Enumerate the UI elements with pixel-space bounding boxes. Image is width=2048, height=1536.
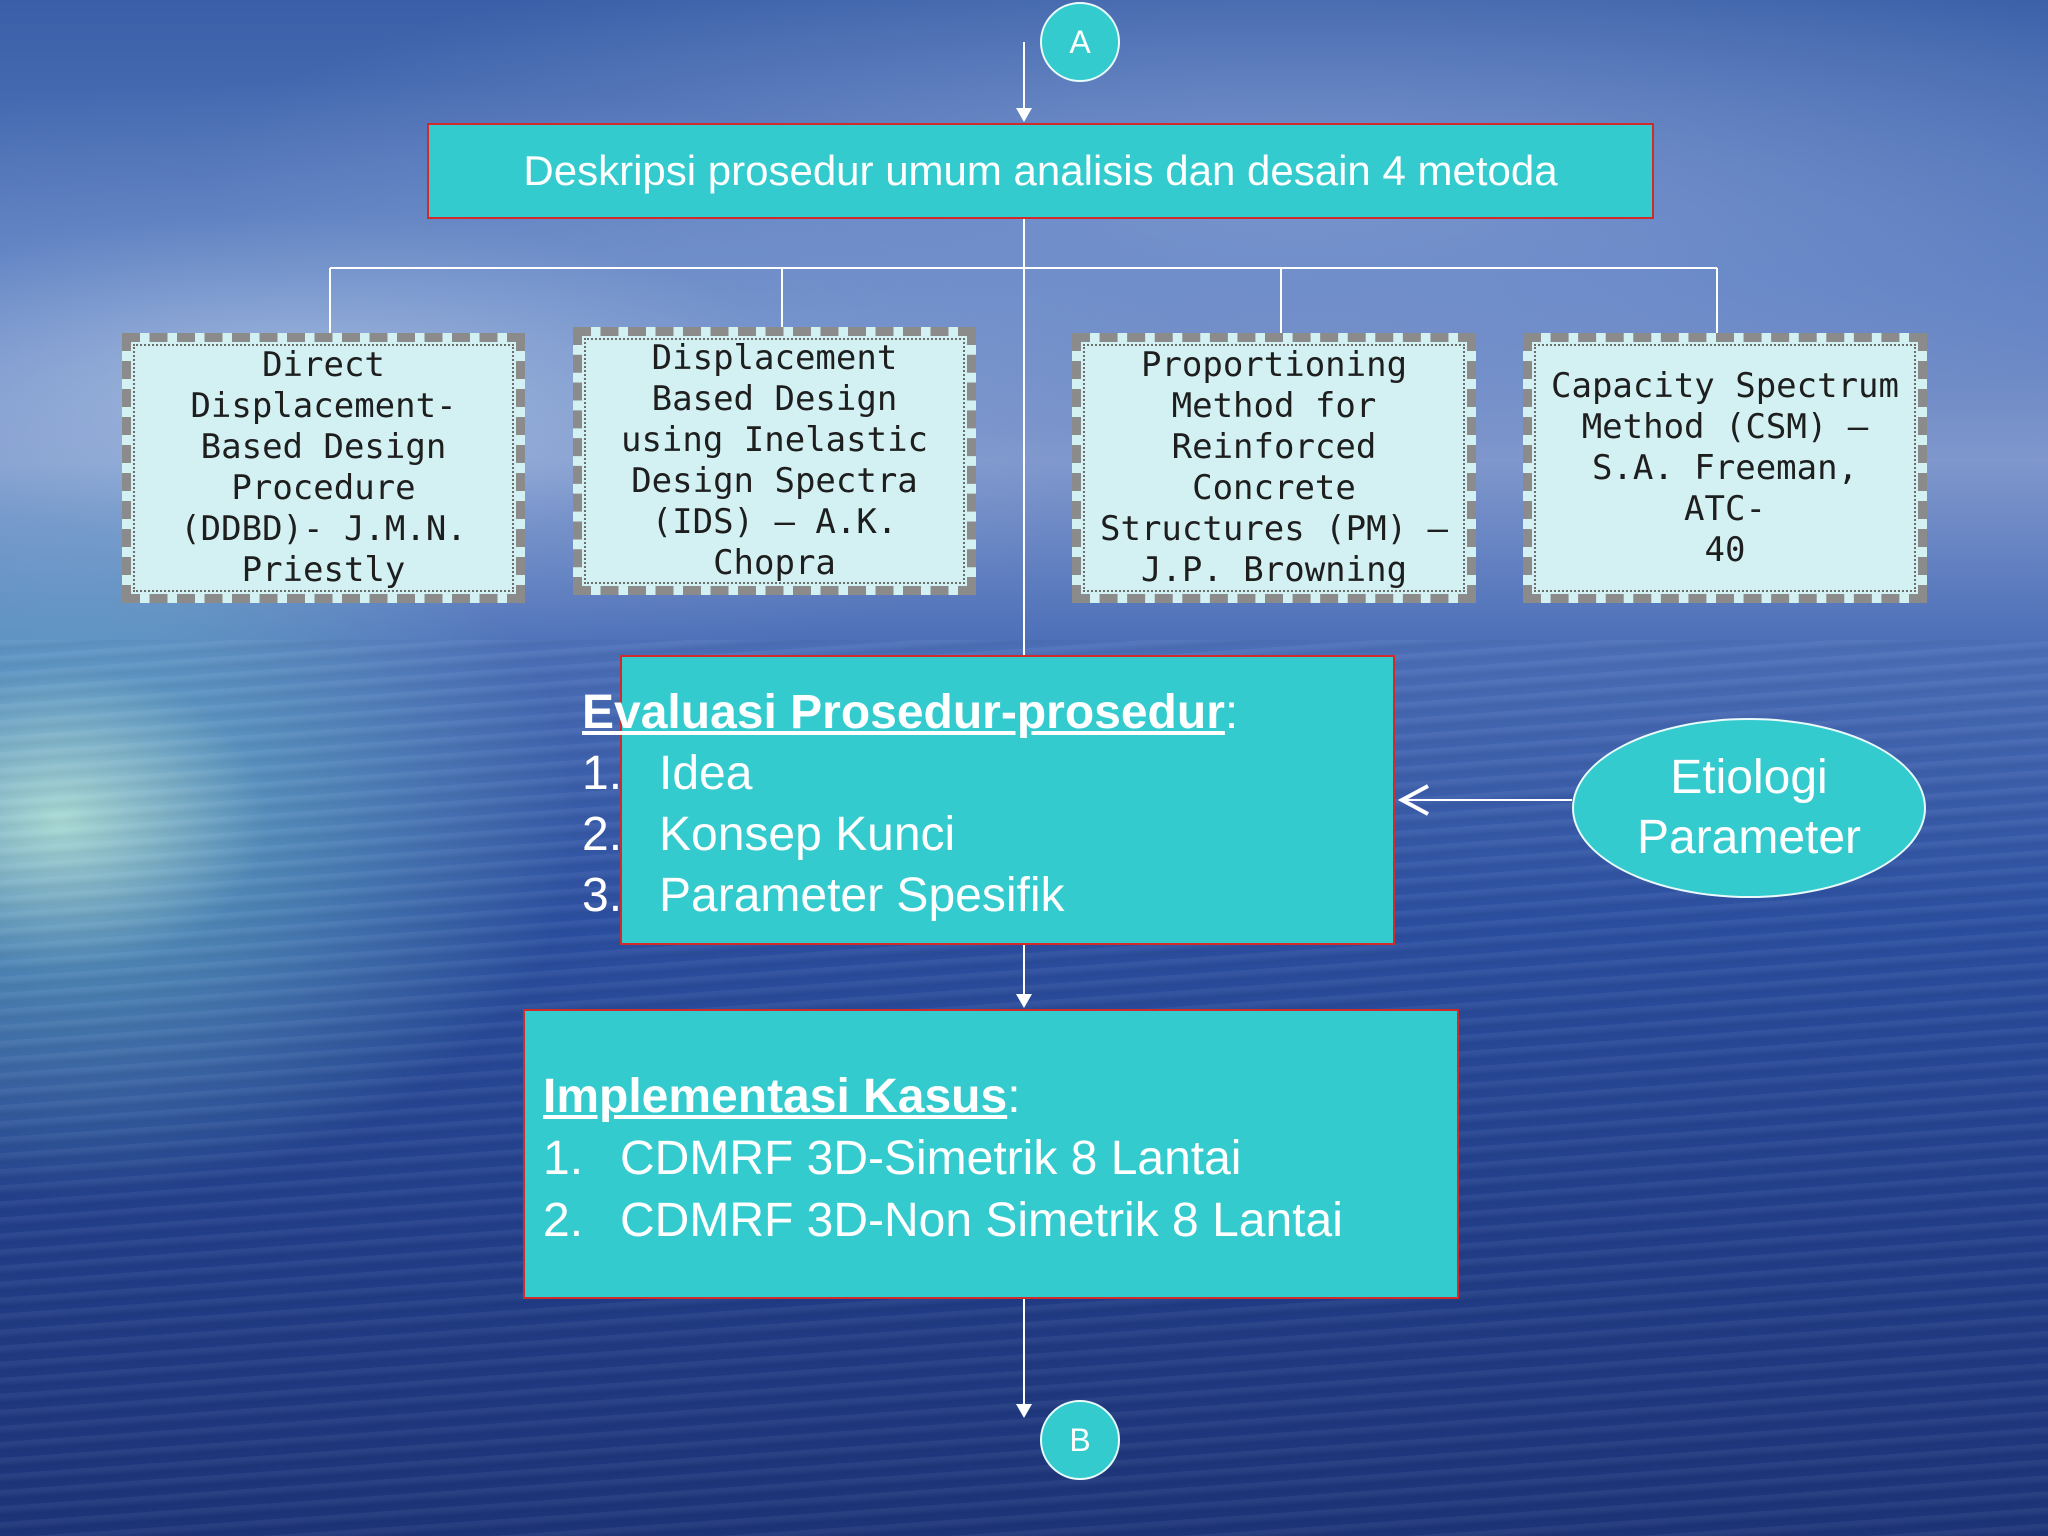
evaluation-heading-row: Evaluasi Prosedur-prosedur: — [582, 682, 1238, 743]
etiology-line-1: Etiologi — [1670, 751, 1828, 804]
list-item-text: Idea — [659, 747, 753, 800]
list-item: 2. Konsep Kunci — [582, 804, 1238, 865]
etiology-ellipse: Etiologi Parameter — [1572, 718, 1926, 898]
arrowhead-header — [1016, 108, 1032, 122]
arrowhead-impl — [1016, 994, 1032, 1008]
method-box-pm: Proportioning Method for Reinforced Conc… — [1072, 333, 1476, 603]
evaluation-heading: Evaluasi Prosedur-prosedur — [582, 686, 1225, 739]
list-item-number: 1. — [582, 747, 623, 800]
connector-a: A — [1040, 2, 1120, 82]
method-box-ddbd: Direct Displacement- Based Design Proced… — [122, 333, 525, 603]
method-box-ids: Displacement Based Design using Inelasti… — [573, 327, 976, 595]
list-item-number: 2. — [543, 1194, 584, 1247]
connector-b: B — [1040, 1400, 1120, 1480]
list-item-number: 1. — [543, 1132, 584, 1185]
header-title: Deskripsi prosedur umum analisis dan des… — [523, 147, 1558, 194]
list-item: 1. Idea — [582, 743, 1238, 804]
method-label-ids: Displacement Based Design using Inelasti… — [620, 338, 929, 583]
connector-b-label: B — [1069, 1421, 1091, 1458]
arrowhead-b — [1016, 1404, 1032, 1418]
list-item: 3. Parameter Spesifik — [582, 865, 1238, 926]
list-item: 1. CDMRF 3D-Simetrik 8 Lantai — [543, 1128, 1343, 1190]
implementation-heading-row: Implementasi Kasus: — [543, 1066, 1343, 1128]
implementation-heading: Implementasi Kasus — [543, 1070, 1008, 1123]
list-item-number: 2. — [582, 808, 623, 861]
implementation-colon: : — [1007, 1070, 1021, 1123]
evaluation-colon: : — [1224, 686, 1239, 739]
evaluation-list: Evaluasi Prosedur-prosedur: 1. Idea 2. Kon… — [582, 682, 1238, 926]
method-box-csm: Capacity Spectrum Method (CSM) – S.A. Fr… — [1523, 333, 1927, 603]
list-item-number: 3. — [582, 869, 623, 922]
method-label-csm: Capacity Spectrum Method (CSM) – S.A. Fr… — [1551, 365, 1899, 570]
method-label-pm: Proportioning Method for Reinforced Conc… — [1100, 345, 1448, 590]
evaluation-box — [620, 655, 1395, 945]
list-item-text: Konsep Kunci — [659, 808, 956, 861]
etiology-line-2: Parameter — [1636, 811, 1862, 864]
list-item-text: CDMRF 3D-Non Simetrik 8 Lantai — [620, 1194, 1343, 1247]
list-item-text: Parameter Spesifik — [659, 869, 1065, 922]
list-item: 2. CDMRF 3D-Non Simetrik 8 Lantai — [543, 1190, 1343, 1252]
method-label-ddbd: Direct Displacement- Based Design Proced… — [180, 345, 467, 590]
implementation-box — [523, 1009, 1459, 1299]
connector-a-label: A — [1069, 23, 1091, 60]
list-item-text: CDMRF 3D-Simetrik 8 Lantai — [620, 1132, 1242, 1185]
arrowhead-eval — [1397, 784, 1429, 816]
header-box: Deskripsi prosedur umum analisis dan des… — [427, 123, 1654, 219]
implementation-list: Implementasi Kasus: 1. CDMRF 3D-Simetrik … — [543, 1066, 1343, 1252]
